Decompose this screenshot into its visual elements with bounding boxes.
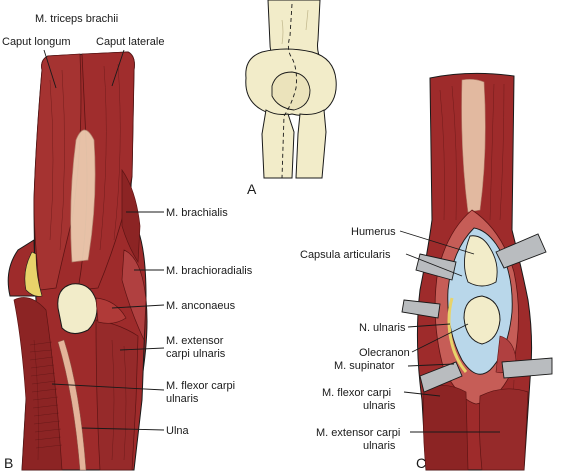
triceps-tendon-b <box>70 129 96 263</box>
olecranon-c <box>463 295 501 345</box>
label-anconaeus: M. anconaeus <box>166 300 236 312</box>
ulna-crest-b <box>57 339 87 471</box>
leader-n-ulnaris <box>407 323 451 328</box>
label-olecranon: Olecranon <box>359 347 410 359</box>
label-triceps-brachii: M. triceps brachii <box>35 13 118 25</box>
retractor-lower-left <box>419 361 463 393</box>
flexor-carpi-ulnaris-b <box>13 297 63 471</box>
label-extensor-carpi-ulnaris-c-2: ulnaris <box>363 440 396 452</box>
incision-line-a <box>281 3 297 179</box>
retractor-lower-right <box>501 357 553 379</box>
retractor-upper-right <box>495 233 547 269</box>
radius-a <box>295 109 327 179</box>
leader-m-supinator <box>407 363 455 367</box>
label-flexor-carpi-ulnaris-2: ulnaris <box>166 393 199 405</box>
brachialis-b <box>121 168 141 264</box>
label-brachioradialis: M. brachioradialis <box>166 265 253 277</box>
retractors-c <box>401 233 553 393</box>
leader-flexor-carpi-ulnaris <box>51 383 165 391</box>
olecranon-b <box>57 283 98 334</box>
retractor-upper-left <box>415 253 457 281</box>
label-caput-longum: Caput longum <box>2 36 71 48</box>
panel-label-c: C <box>416 455 426 471</box>
label-flexor-carpi-ulnaris-1: M. flexor carpi <box>166 380 235 392</box>
label-extensor-carpi-ulnaris-1: M. extensor <box>166 335 224 347</box>
extensor-carpi-ulnaris-b <box>95 319 139 471</box>
label-caput-laterale: Caput laterale <box>96 36 165 48</box>
flexor-carpi-ulnaris-c <box>422 385 469 471</box>
panel-a-elbow-bones: A <box>245 0 337 197</box>
anconaeus-b <box>95 297 127 324</box>
leader-olecranon <box>411 323 469 353</box>
panel-b-labels: M. triceps brachii Caput longum Caput la… <box>2 13 253 437</box>
leader-caput-longum <box>43 49 57 89</box>
extensor-carpi-ulnaris-c <box>478 388 529 471</box>
leader-caput-laterale <box>111 49 125 87</box>
panel-label-a: A <box>247 181 257 197</box>
olecranon-a <box>271 71 311 111</box>
panel-label-b: B <box>4 455 13 471</box>
panel-c-exposed-joint: C <box>401 72 553 471</box>
label-m-supinator: M. supinator <box>334 360 395 372</box>
label-ulna: Ulna <box>166 425 190 437</box>
leader-extensor-carpi-ulnaris <box>119 347 165 351</box>
label-brachialis: M. brachialis <box>166 207 228 219</box>
muscle-fiber-lines-b <box>33 63 127 461</box>
leader-ulna <box>81 427 165 431</box>
leader-capsula-articularis <box>405 253 463 277</box>
leader-flexor-carpi-ulnaris-c <box>403 391 441 397</box>
label-flexor-carpi-ulnaris-c-2: ulnaris <box>363 400 396 412</box>
flexor-hatching-b <box>29 341 63 449</box>
ulna-a <box>261 109 295 179</box>
leader-anconaeus <box>111 304 165 309</box>
panel-c-labels: Humerus Capsula articularis N. ulnaris O… <box>300 226 500 452</box>
panel-b-posterior-muscles: B <box>4 51 148 471</box>
ulnar-nerve-c <box>447 297 468 373</box>
label-flexor-carpi-ulnaris-c-1: M. flexor carpi <box>322 387 391 399</box>
label-capsula-articularis: Capsula articularis <box>300 249 391 261</box>
triceps-tendon-c <box>461 79 486 213</box>
label-extensor-carpi-ulnaris-2: carpi ulnaris <box>166 348 226 360</box>
brachioradialis-b <box>121 249 147 341</box>
label-extensor-carpi-ulnaris-c-1: M. extensor carpi <box>316 427 400 439</box>
humerus-c <box>464 235 498 287</box>
retractor-mid-left <box>401 299 441 319</box>
label-humerus: Humerus <box>351 226 396 238</box>
leader-humerus <box>399 230 475 255</box>
label-n-ulnaris: N. ulnaris <box>359 322 406 334</box>
caput-longum-b <box>33 53 82 291</box>
fat-pad-b <box>24 251 43 297</box>
